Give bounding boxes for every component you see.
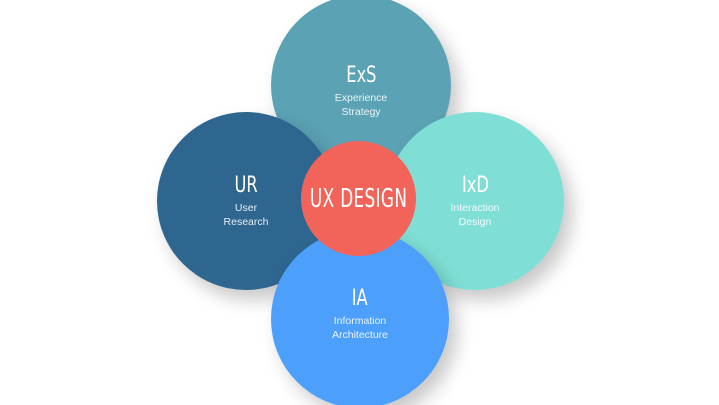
user-research-abbr: UR [234,173,258,198]
information-architecture-abbr: IA [352,286,368,311]
experience-strategy-abbr: ExS [345,63,377,88]
ux-design-center-circle: UX DESIGN [301,141,416,256]
ux-design-label: UX DESIGN [309,183,408,214]
user-research-label: User Research [223,202,269,228]
information-architecture-label: Information Architecture [331,315,389,341]
experience-strategy-label: Experience Strategy [334,92,388,118]
interaction-design-label: Interaction Design [450,202,500,228]
information-architecture-circle: IA Information Architecture [271,230,449,405]
interaction-design-abbr: IxD [461,173,489,198]
